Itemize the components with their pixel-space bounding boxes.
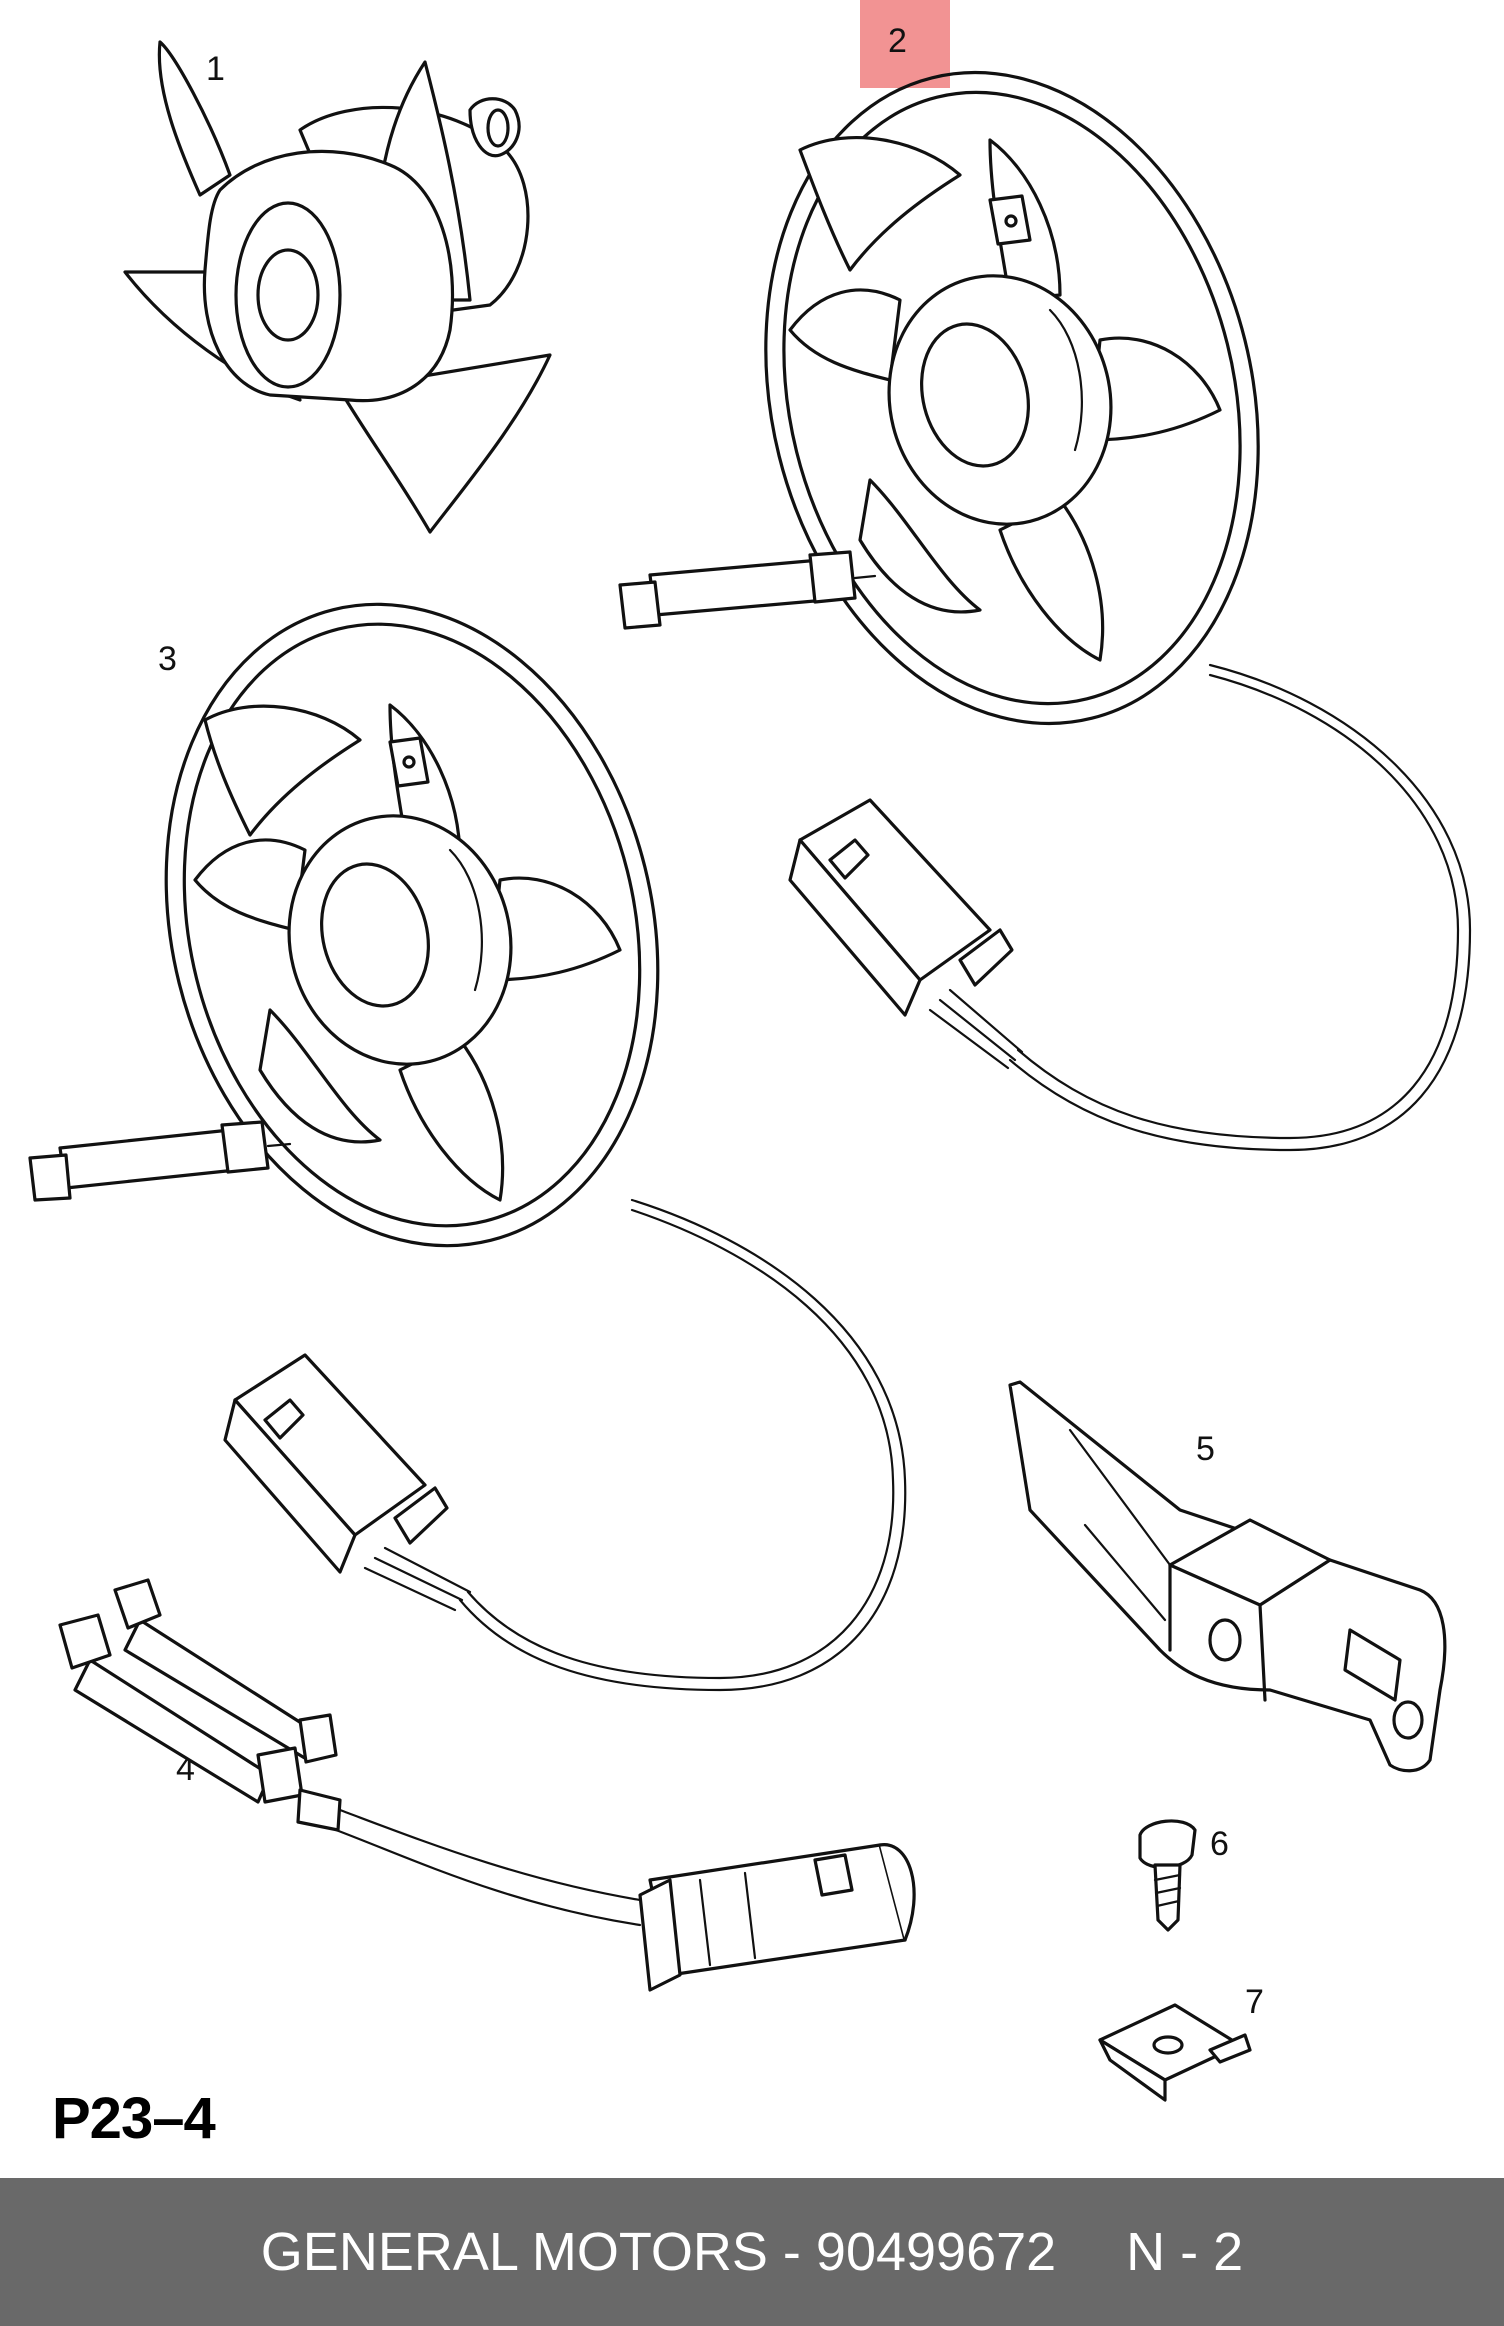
part-label-2: 2 xyxy=(888,22,907,60)
page-reference: P23–4 xyxy=(52,2086,216,2151)
footer-position: N - 2 xyxy=(1126,2222,1244,2282)
footer-part-number: 90499672 xyxy=(815,2222,1057,2282)
part-6-screw: 6 xyxy=(1138,1819,1229,1932)
part-1-fan-motor: 1 xyxy=(123,40,552,534)
part-7-clip-nut: 7 xyxy=(1098,1983,1264,2102)
footer-bar: GENERAL MOTORS - 90499672 N - 2 xyxy=(0,2178,1504,2326)
parts-diagram-svg: 1 2 3 xyxy=(28,0,1472,2102)
part-label-7: 7 xyxy=(1245,1983,1264,2021)
part-4-harness: 4 xyxy=(58,1578,916,1992)
part-3-fan-assembly: 3 xyxy=(28,602,907,1692)
part-5-bracket: 5 xyxy=(1008,1380,1447,1773)
part-label-6: 6 xyxy=(1210,1825,1229,1863)
parts-diagram: 1 2 3 xyxy=(28,0,1472,2102)
part-label-1: 1 xyxy=(206,50,225,88)
part-2-fan-assembly: 2 xyxy=(618,0,1472,1152)
footer-dash: - xyxy=(782,2222,801,2282)
part-label-5: 5 xyxy=(1196,1430,1215,1468)
part-label-3: 3 xyxy=(158,640,177,678)
part-2-highlight xyxy=(860,0,950,88)
footer-brand: GENERAL MOTORS xyxy=(260,2222,768,2282)
